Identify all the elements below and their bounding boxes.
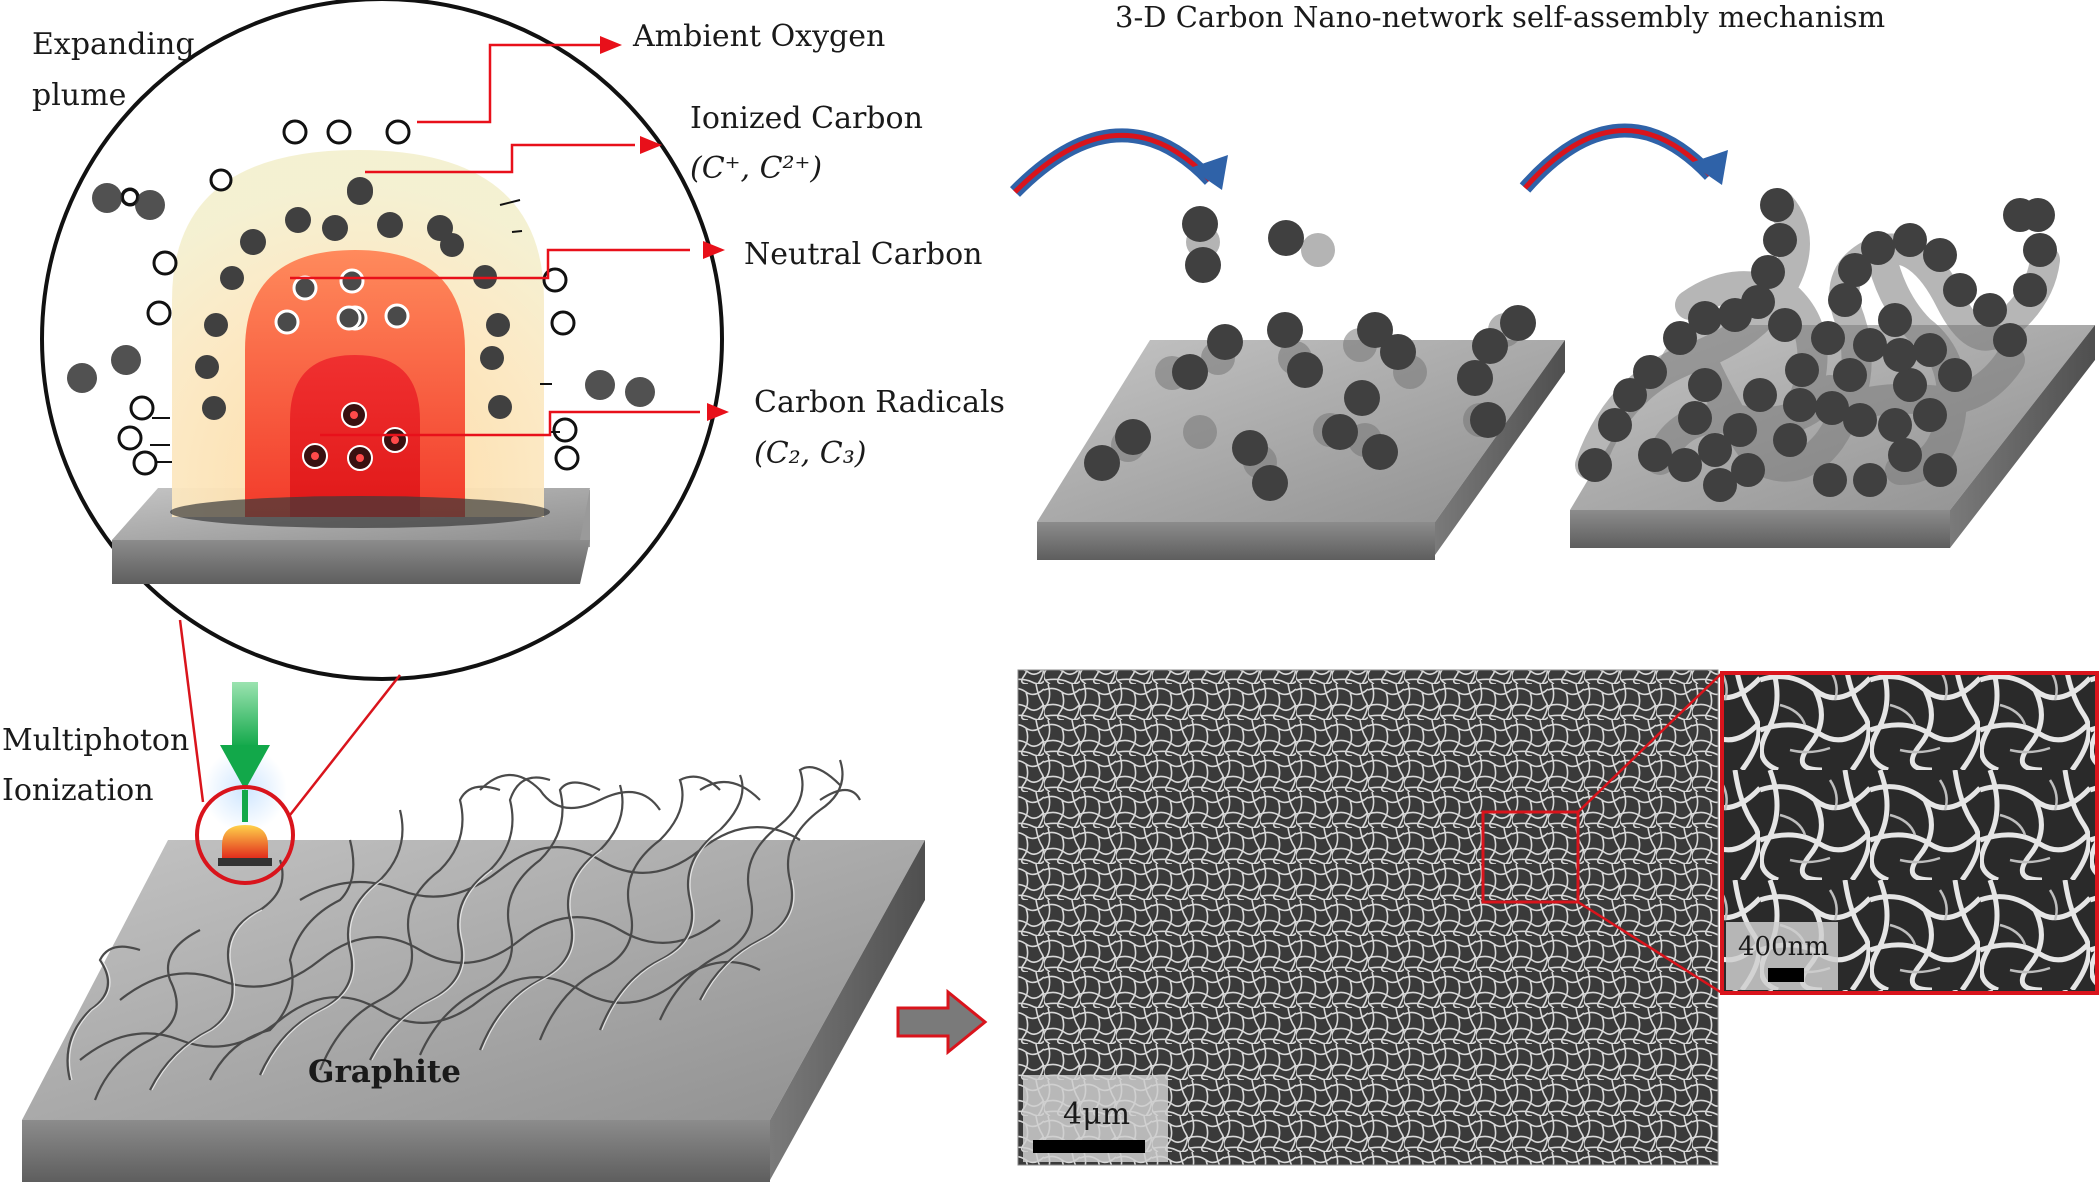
scale-bar-4um xyxy=(1033,1140,1145,1153)
carbon-radicals-species: (C₂, C₃) xyxy=(754,436,866,471)
laser-spot xyxy=(195,682,295,885)
sem-zoomed-micrograph: 400nm xyxy=(1720,671,2099,995)
zoom-source-circle xyxy=(195,785,295,885)
carbon-radicals-label: Carbon Radicals xyxy=(754,385,1005,420)
multiphoton-label-1: Multiphoton xyxy=(2,723,189,758)
ion-tick-marks xyxy=(150,199,560,463)
dispersed-carbon-particles xyxy=(1084,206,1536,501)
oxygen-pairs xyxy=(67,183,655,407)
assembly-arrow-2 xyxy=(1519,123,1728,193)
plume-base-shadow xyxy=(170,496,550,528)
laser-beam xyxy=(232,682,258,747)
expanding-plume-label-2: plume xyxy=(32,78,126,113)
callout-lines xyxy=(290,43,700,437)
scale-label-4um: 4μm xyxy=(1063,1097,1130,1132)
assembly-arrow-1 xyxy=(1010,128,1228,197)
carbon-fiber-network xyxy=(66,759,861,1101)
neutral-carbon-label: Neutral Carbon xyxy=(744,237,983,272)
diagram-title: 3-D Carbon Nano-network self-assembly me… xyxy=(1115,0,1885,34)
process-arrow xyxy=(896,988,988,1056)
graphite-slab xyxy=(22,840,925,1182)
callout-arrowheads xyxy=(600,36,729,421)
sem-zoom-connectors xyxy=(1577,672,1723,995)
plume-zoom-view xyxy=(40,0,724,681)
multiphoton-label-2: Ionization xyxy=(2,773,154,808)
sem-micrograph: 4μm xyxy=(1017,669,1719,1166)
ionized-carbon-species: (C⁺, C²⁺) xyxy=(690,151,822,186)
carbon-nano-network xyxy=(1575,188,2060,502)
sem-zoom-region xyxy=(1481,810,1580,904)
scale-bar-400nm xyxy=(1768,968,1804,982)
graphite-label: Graphite xyxy=(308,1054,461,1090)
carbon-fiber-network-light xyxy=(68,829,795,1091)
ambient-oxygen-label: Ambient Oxygen xyxy=(632,19,885,54)
zoom-connector-lines xyxy=(178,619,401,816)
ionized-carbon-particles xyxy=(195,177,512,420)
mini-plume xyxy=(222,825,268,860)
oxygen-molecules xyxy=(117,119,580,476)
ionized-carbon-label: Ionized Carbon xyxy=(690,101,923,136)
neutral-carbon-particles xyxy=(274,268,410,335)
scale-label-400nm: 400nm xyxy=(1738,932,1829,962)
expanding-plume-label-1: Expanding xyxy=(32,27,195,62)
